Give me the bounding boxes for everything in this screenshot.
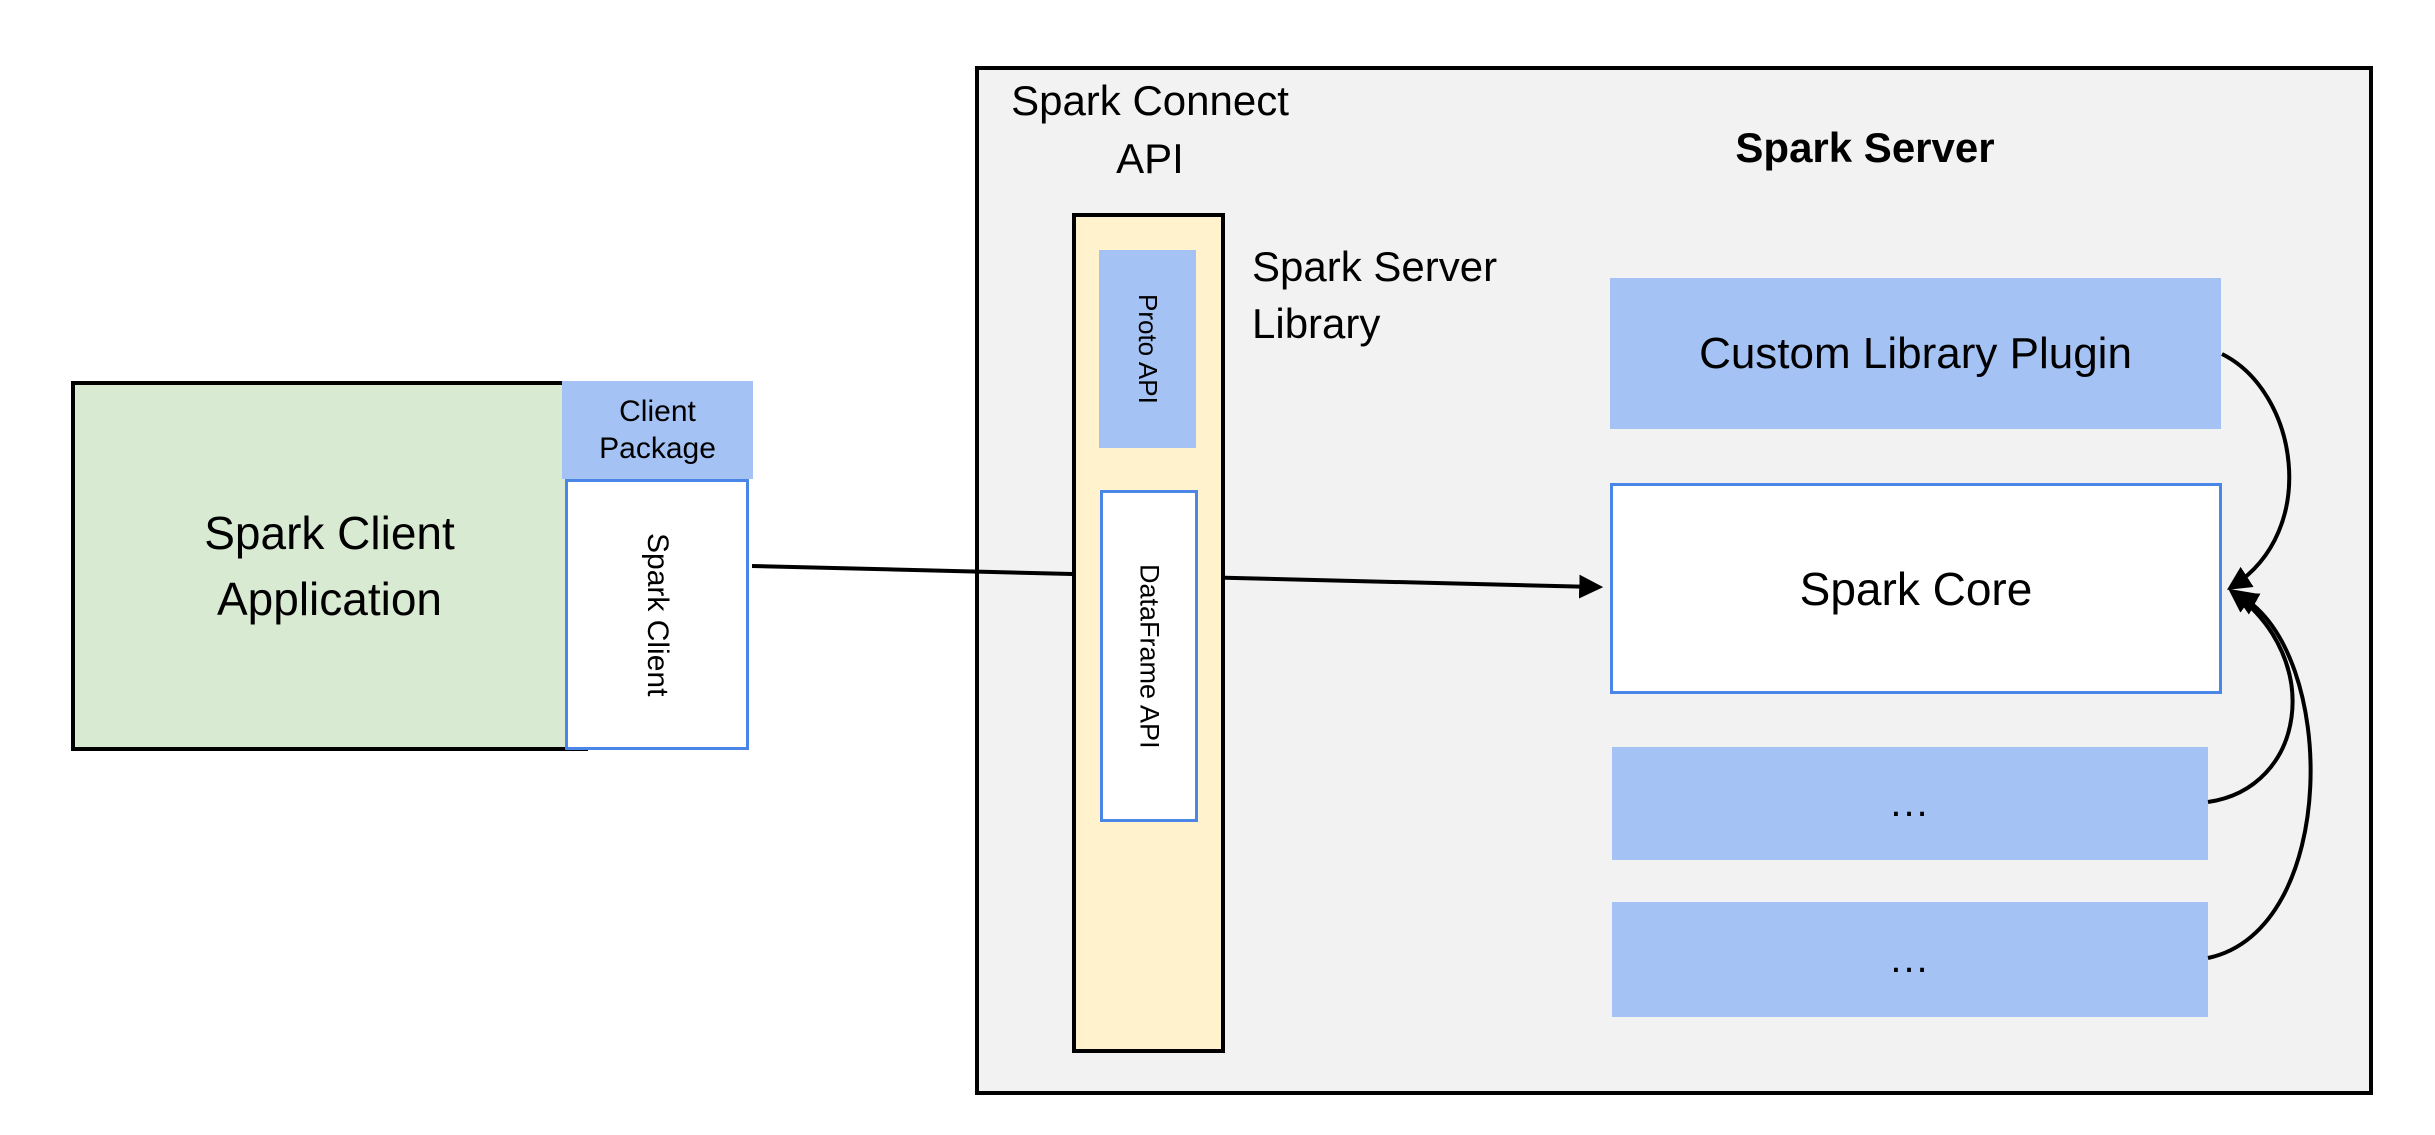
spark-server-library-label: Spark Server Library	[1252, 243, 1498, 347]
spark-client-application-box: Spark Client Application	[71, 381, 588, 751]
client-package-box: Client Package	[562, 381, 753, 479]
client-package-label: Client Package	[599, 395, 716, 465]
spark-client-application-label: Spark Client Application	[204, 507, 455, 625]
plugin-slot-box-2: ...	[1612, 902, 2208, 1017]
dataframe-api-box: DataFrame API	[1100, 490, 1198, 822]
plugin-slot-box-1: ...	[1612, 747, 2208, 860]
plugin-slot-1-label: ...	[1890, 781, 1930, 825]
spark-core-label: Spark Core	[1799, 562, 2033, 615]
proto-api-label: Proto API	[1133, 294, 1163, 404]
spark-connect-api-label: Spark Connect API	[1011, 77, 1289, 182]
custom-library-plugin-label: Custom Library Plugin	[1699, 328, 2132, 378]
proto-api-box: Proto API	[1099, 250, 1196, 448]
spark-client-label: Spark Client	[641, 532, 674, 697]
spark-core-box: Spark Core	[1610, 483, 2222, 694]
spark-client-box: Spark Client	[565, 479, 749, 750]
custom-library-plugin-box: Custom Library Plugin	[1610, 278, 2221, 429]
dataframe-api-label: DataFrame API	[1134, 563, 1165, 749]
spark-server-title: Spark Server	[1735, 124, 1995, 171]
plugin-slot-2-label: ...	[1890, 937, 1930, 981]
